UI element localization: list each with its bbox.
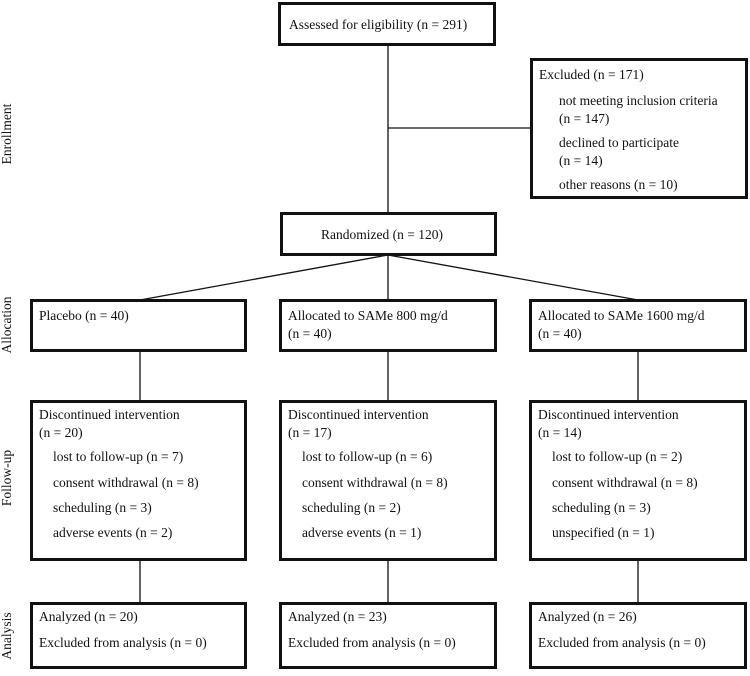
followup-800-reason: adverse events (n = 1) xyxy=(302,525,422,540)
stage-enrollment-label: Enrollment xyxy=(0,103,14,165)
excluded-reason-declined-n: (n = 14) xyxy=(559,153,603,168)
excluded-reason-declined: declined to participate xyxy=(559,135,679,150)
allocation-1600-text: Allocated to SAMe 1600 mg/d xyxy=(538,308,705,323)
randomized-box: Randomized (n = 120) xyxy=(280,212,497,256)
assessed-text: Assessed for eligibility (n = 291) xyxy=(289,17,468,32)
followup-placebo-n: (n = 20) xyxy=(39,425,83,440)
stage-allocation-label: Allocation xyxy=(0,296,14,354)
followup-box-placebo: Discontinued intervention (n = 20) lost … xyxy=(30,400,247,561)
followup-1600-reason: unspecified (n = 1) xyxy=(552,525,655,540)
allocation-box-placebo: Placebo (n = 40) xyxy=(30,299,247,352)
followup-800-title: Discontinued intervention xyxy=(288,407,429,422)
followup-800-reason: lost to follow-up (n = 6) xyxy=(302,449,433,464)
excluded-reason-criteria-n: (n = 147) xyxy=(559,111,610,126)
followup-placebo-reason: adverse events (n = 2) xyxy=(53,525,173,540)
assessed-box: Assessed for eligibility (n = 291) xyxy=(278,2,496,46)
followup-1600-reason: consent withdrawal (n = 8) xyxy=(552,475,698,490)
analysis-box-placebo: Analyzed (n = 20) Excluded from analysis… xyxy=(30,602,247,669)
followup-800-n: (n = 17) xyxy=(288,425,332,440)
allocation-placebo-text: Placebo (n = 40) xyxy=(39,308,129,323)
allocation-box-same-800: Allocated to SAMe 800 mg/d (n = 40) xyxy=(279,299,497,352)
followup-placebo-reason: lost to follow-up (n = 7) xyxy=(53,449,184,464)
followup-box-same-1600: Discontinued intervention (n = 14) lost … xyxy=(529,400,747,561)
analysis-box-same-1600: Analyzed (n = 26) Excluded from analysis… xyxy=(529,602,747,669)
connector-randomize-placebo xyxy=(139,254,389,301)
followup-placebo-reason: consent withdrawal (n = 8) xyxy=(53,475,199,490)
excluded-box: Excluded (n = 171) not meeting inclusion… xyxy=(530,58,748,199)
analysis-800-excluded: Excluded from analysis (n = 0) xyxy=(288,635,456,650)
followup-800-reason: consent withdrawal (n = 8) xyxy=(302,475,448,490)
followup-1600-n: (n = 14) xyxy=(538,425,582,440)
analysis-placebo-analyzed: Analyzed (n = 20) xyxy=(39,609,138,624)
followup-1600-reason: scheduling (n = 3) xyxy=(552,500,651,515)
allocation-1600-n: (n = 40) xyxy=(538,326,582,341)
excluded-reason-criteria: not meeting inclusion criteria xyxy=(559,93,718,108)
allocation-box-same-1600: Allocated to SAMe 1600 mg/d (n = 40) xyxy=(529,299,747,352)
connector-randomize-1600 xyxy=(387,254,639,301)
analysis-1600-excluded: Excluded from analysis (n = 0) xyxy=(538,635,706,650)
followup-1600-reason: lost to follow-up (n = 2) xyxy=(552,449,683,464)
followup-800-reason: scheduling (n = 2) xyxy=(302,500,401,515)
stage-followup-label: Follow-up xyxy=(0,449,14,507)
analysis-box-same-800: Analyzed (n = 23) Excluded from analysis… xyxy=(279,602,497,669)
followup-placebo-reason: scheduling (n = 3) xyxy=(53,500,152,515)
stage-analysis-label: Analysis xyxy=(0,612,14,660)
allocation-800-n: (n = 40) xyxy=(288,326,332,341)
followup-1600-title: Discontinued intervention xyxy=(538,407,679,422)
excluded-reason-other: other reasons (n = 10) xyxy=(559,177,678,192)
followup-placebo-title: Discontinued intervention xyxy=(39,407,180,422)
allocation-800-text: Allocated to SAMe 800 mg/d xyxy=(288,308,448,323)
excluded-title: Excluded (n = 171) xyxy=(539,67,644,82)
randomized-text: Randomized (n = 120) xyxy=(321,227,443,242)
analysis-1600-analyzed: Analyzed (n = 26) xyxy=(538,609,637,624)
analysis-800-analyzed: Analyzed (n = 23) xyxy=(288,609,387,624)
followup-box-same-800: Discontinued intervention (n = 17) lost … xyxy=(279,400,497,561)
analysis-placebo-excluded: Excluded from analysis (n = 0) xyxy=(39,635,207,650)
